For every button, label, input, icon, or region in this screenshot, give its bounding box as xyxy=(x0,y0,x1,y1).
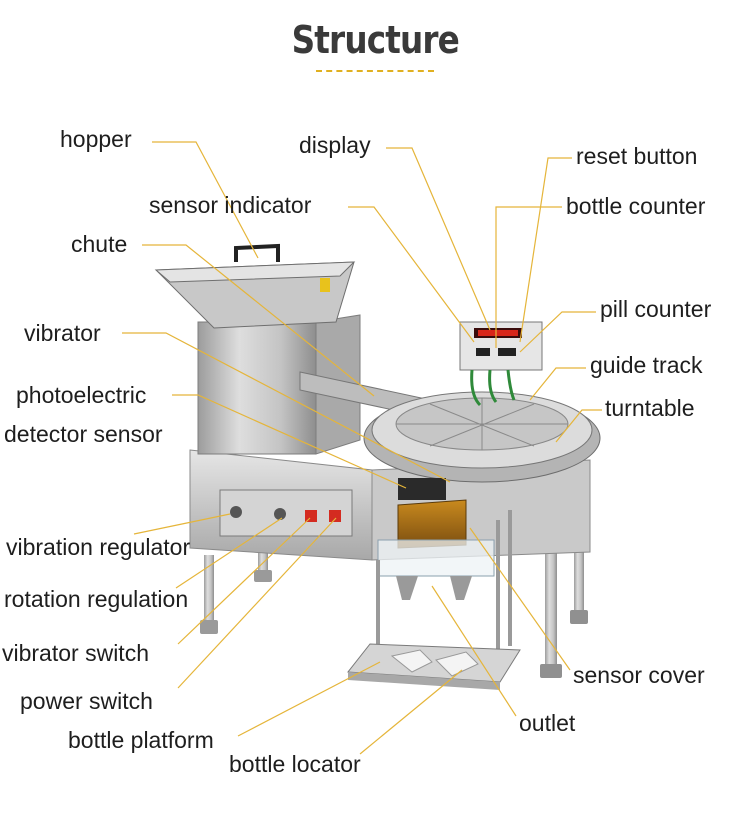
leader-lines xyxy=(122,141,602,755)
photoelectric-sensor xyxy=(398,478,446,500)
leader-sensor-indicator xyxy=(348,206,475,343)
page-title: Structure xyxy=(291,18,459,62)
label-sensor-indicator: sensor indicator xyxy=(149,192,312,218)
leader-photoelectric xyxy=(172,394,407,489)
leader-sensor-cover xyxy=(469,527,571,671)
leader-bottle-locator xyxy=(359,669,463,755)
title-underline xyxy=(316,70,434,72)
bottle-platform-plate xyxy=(347,643,521,690)
leader-display xyxy=(386,147,491,331)
leader-vibration-regulator xyxy=(133,513,231,535)
leader-bottle-platform xyxy=(237,661,381,737)
leader-chute xyxy=(142,244,375,397)
label-sensor-cover: sensor cover xyxy=(573,662,705,688)
label-rotation-regulation: rotation regulation xyxy=(4,586,189,612)
label-photoelectric: photoelectric xyxy=(16,382,147,408)
leader-turntable xyxy=(555,409,602,443)
outlet-tray xyxy=(377,539,495,600)
counter-unit xyxy=(459,321,543,407)
leader-vibrator-switch xyxy=(177,517,311,645)
leader-power-switch xyxy=(177,517,337,689)
label-pill-counter: pill counter xyxy=(600,296,712,322)
label-bottle-locator: bottle locator xyxy=(229,751,361,777)
label-bottle-platform: bottle platform xyxy=(68,727,214,753)
label-outlet: outlet xyxy=(519,710,576,736)
label-guide-track: guide track xyxy=(590,352,703,378)
turntable-assembly xyxy=(363,391,601,483)
label-reset-button: reset button xyxy=(576,143,698,169)
label-hopper: hopper xyxy=(60,126,132,152)
hopper-body xyxy=(154,243,356,329)
label-vibrator-switch: vibrator switch xyxy=(2,640,149,666)
machine-legs xyxy=(200,545,588,678)
title-block: Structure xyxy=(0,18,750,62)
leader-rotation-regulation xyxy=(175,517,283,589)
leader-guide-track xyxy=(529,367,586,401)
leader-outlet xyxy=(431,585,517,717)
label-vibration-regulator: vibration regulator xyxy=(6,534,191,560)
leader-vibrator xyxy=(122,332,451,483)
leader-bottle-counter xyxy=(495,206,562,348)
label-bottle-counter: bottle counter xyxy=(566,193,706,219)
label-display: display xyxy=(299,132,371,158)
label-detector-sensor: detector sensor xyxy=(4,421,163,447)
leader-hopper xyxy=(152,141,259,259)
label-chute: chute xyxy=(71,231,128,257)
label-power-switch: power switch xyxy=(20,688,153,714)
leader-pill-counter xyxy=(519,311,596,353)
label-vibrator: vibrator xyxy=(24,320,101,346)
leader-reset-button xyxy=(519,157,572,343)
label-turntable: turntable xyxy=(605,395,695,421)
